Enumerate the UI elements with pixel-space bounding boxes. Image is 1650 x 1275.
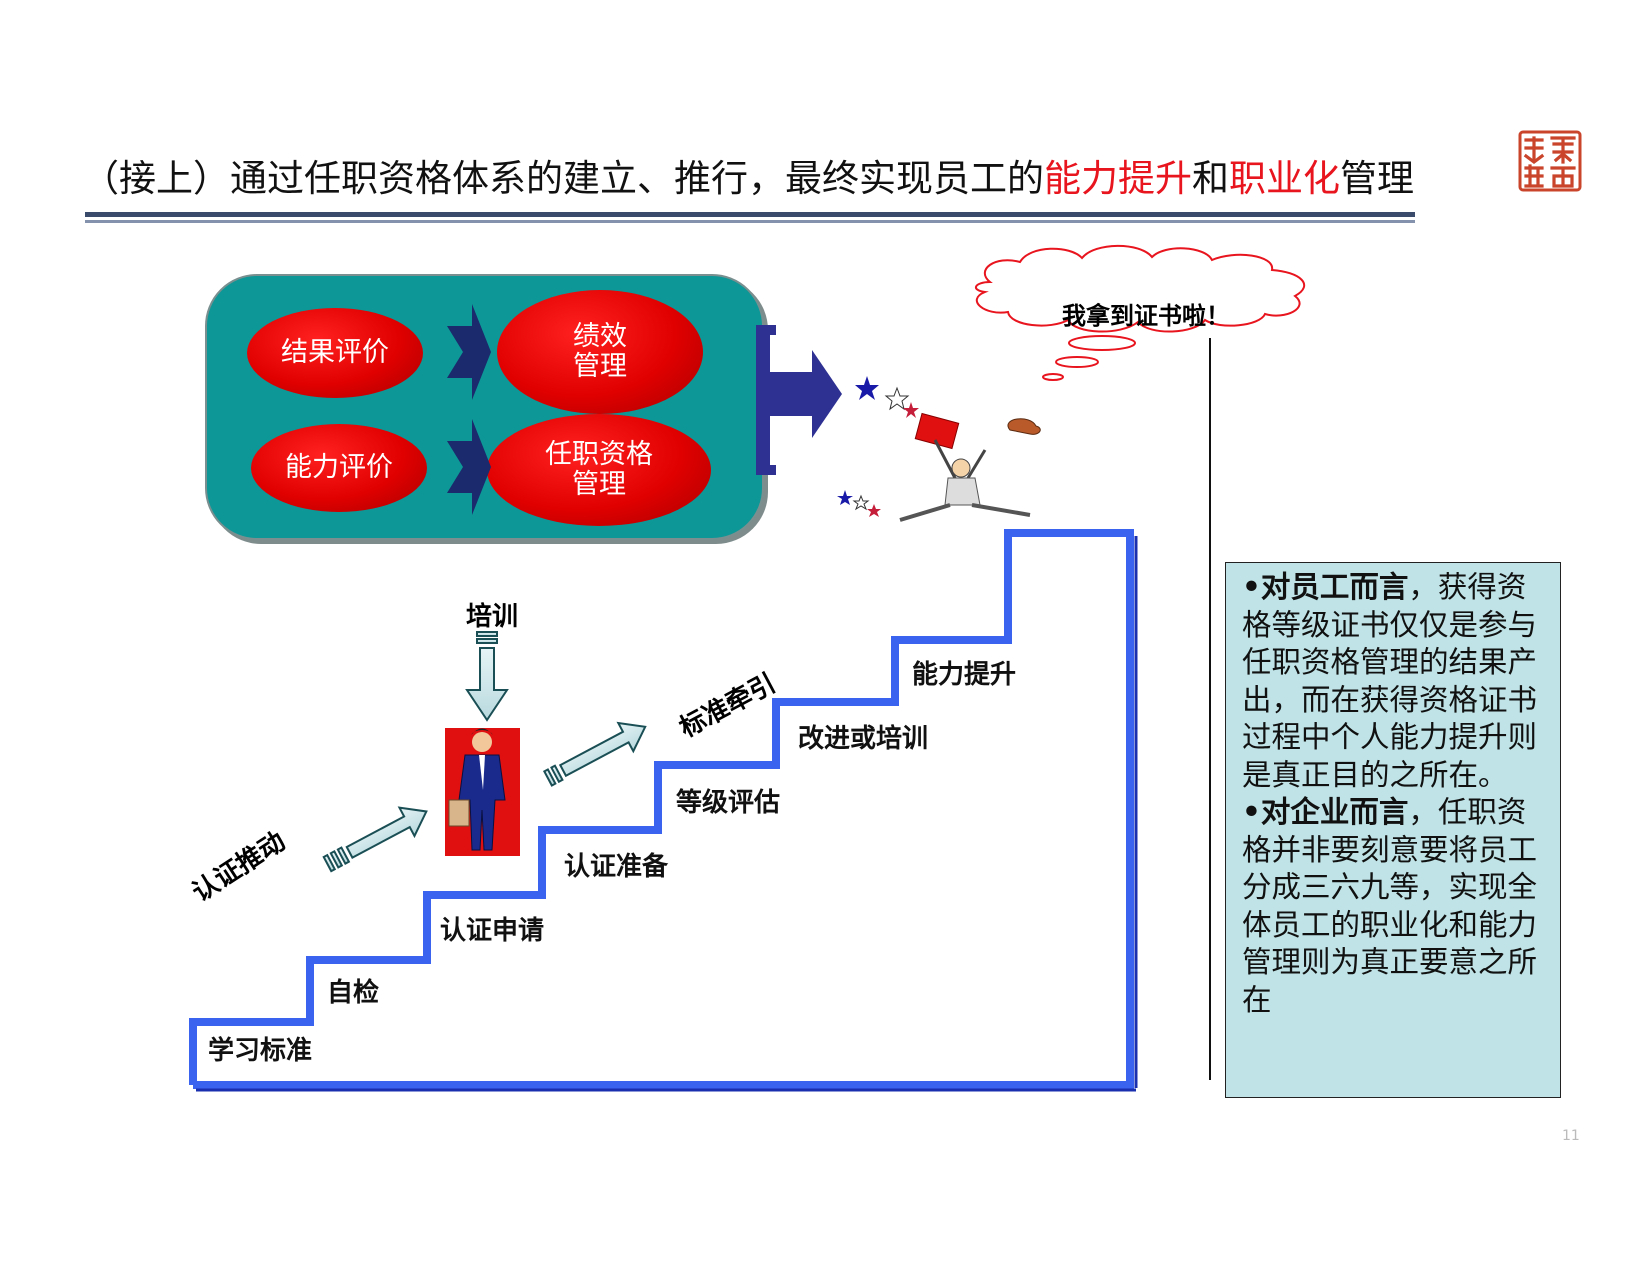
title-part1: （接上）通过任职资格体系的建立、推行，最终实现员工的: [82, 157, 1044, 200]
bracket-arrow: [756, 325, 842, 475]
training-label: 培训: [466, 602, 519, 632]
oval-result-label: 结果评价: [281, 336, 389, 368]
evaluation-flow-box: 结果评价 绩效管理 能力评价 任职资格管理: [205, 274, 764, 540]
step-study-standard: 学习标准: [208, 1036, 313, 1066]
enterprise-heading: •对企业而言: [1242, 795, 1409, 829]
stars-decoration: [837, 376, 919, 517]
title-underline-secondary: [85, 220, 1415, 223]
navy-arrow-top: [447, 304, 491, 400]
page-number: 11: [1562, 1128, 1580, 1144]
navy-arrow-bottom: [447, 419, 491, 515]
oval-performance-line2: 管理: [573, 351, 627, 382]
step-improve-or-train: 改进或培训: [798, 724, 929, 754]
oval-qualification-management: 任职资格管理: [487, 414, 711, 526]
certification-push-arrow: [322, 806, 428, 873]
oval-ability-evaluation: 能力评价: [251, 424, 427, 512]
step-cert-preparation: 认证准备: [564, 852, 669, 882]
title-highlight-professional: 职业化: [1229, 157, 1340, 200]
page-title: （接上）通过任职资格体系的建立、推行，最终实现员工的能力提升和职业化管理: [82, 148, 1414, 202]
oval-qualification-line2: 管理: [572, 469, 626, 500]
oval-ability-label: 能力评价: [285, 451, 393, 483]
flow-arrows: [447, 304, 491, 515]
divider-line: [1209, 338, 1211, 1080]
title-underline: [85, 212, 1415, 217]
oval-performance-line1: 绩效: [573, 320, 627, 352]
enterprise-paragraph: •对企业而言，任职资格并非要刻意要将员工分成三六九等，实现全体员工的职业化和能力…: [1226, 794, 1560, 1019]
thought-bubble-text: 我拿到证书啦！: [1062, 302, 1230, 330]
training-arrow: [465, 631, 509, 722]
step-cert-application: 认证申请: [440, 916, 545, 946]
step-ability-improvement: 能力提升: [912, 660, 1017, 690]
oval-qualification-line1: 任职资格: [545, 438, 653, 470]
oval-result-evaluation: 结果评价: [247, 308, 423, 398]
thought-bubble: [975, 244, 1306, 381]
step-level-assessment: 等级评估: [676, 788, 781, 818]
seal-stamp-icon: [1518, 130, 1582, 192]
enterprise-text: ，任职资格并非要刻意要将员工分成三六九等，实现全体员工的职业化和能力管理则为真正…: [1242, 795, 1538, 1017]
oval-performance-management: 绩效管理: [497, 290, 703, 414]
jumping-man-icon: [899, 412, 1041, 522]
title-highlight-ability: 能力提升: [1044, 157, 1192, 200]
businessman-icon: [445, 728, 520, 856]
oval-performance-label: 绩效管理: [573, 320, 627, 382]
explanation-textbox: •对员工而言，获得资格等级证书仅仅是参与任职资格管理的结果产出，而在获得资格证书…: [1225, 562, 1561, 1098]
oval-qualification-label: 任职资格管理: [545, 438, 653, 500]
staircase: [189, 529, 1134, 1089]
employee-text: ，获得资格等级证书仅仅是参与任职资格管理的结果产出，而在获得资格证书过程中个人能…: [1242, 570, 1538, 792]
standard-lead-arrow: [542, 721, 647, 787]
employee-heading: •对员工而言: [1242, 570, 1409, 604]
title-connector: 和: [1192, 157, 1229, 200]
title-part2: 管理: [1340, 157, 1414, 200]
employee-paragraph: •对员工而言，获得资格等级证书仅仅是参与任职资格管理的结果产出，而在获得资格证书…: [1226, 569, 1560, 794]
step-self-check: 自检: [327, 978, 380, 1008]
